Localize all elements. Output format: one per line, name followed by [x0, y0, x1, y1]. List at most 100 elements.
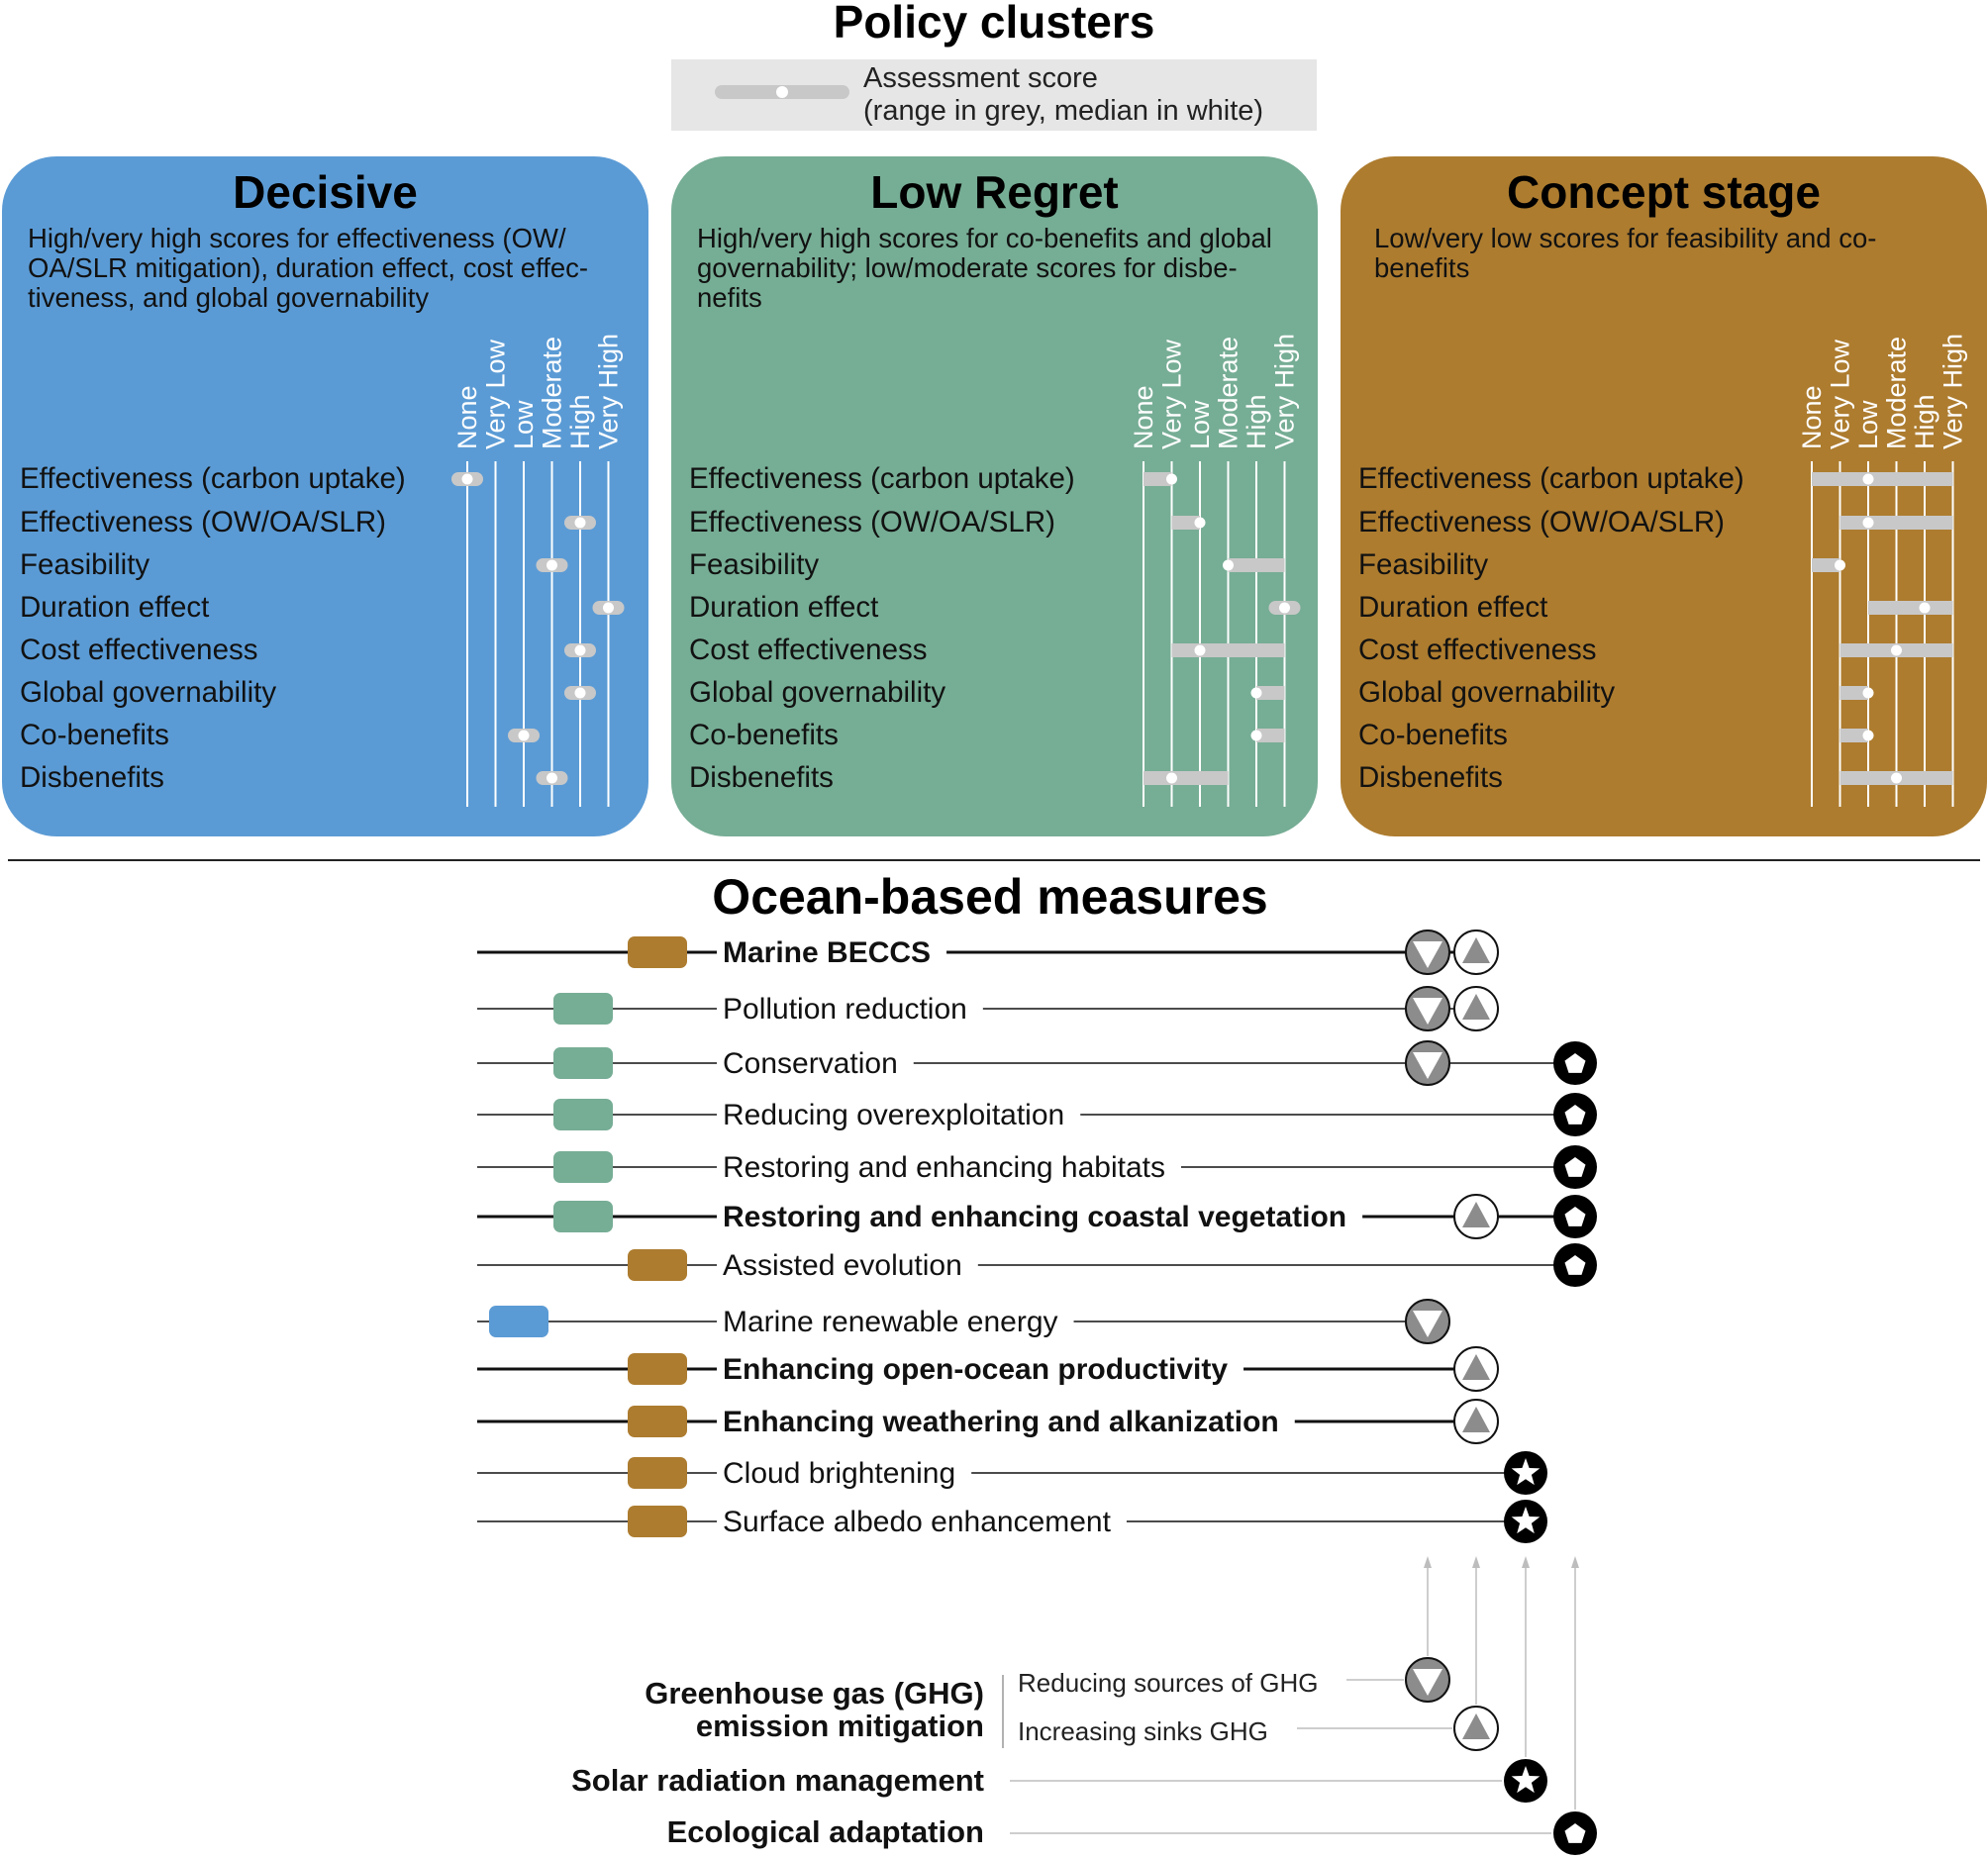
- score-level-label: Very High: [1270, 334, 1300, 449]
- criterion-label: Co-benefits: [689, 719, 839, 751]
- score-median-dot: [574, 687, 586, 699]
- measure-label: Cloud brightening: [723, 1457, 955, 1490]
- measure-symbol-sink: [1453, 1194, 1499, 1239]
- key-increasing-sinks: Increasing sinks GHG: [1018, 1716, 1268, 1746]
- measure-label: Marine renewable energy: [723, 1306, 1058, 1338]
- measure-symbol-sink: [1453, 1346, 1499, 1392]
- score-median-dot: [1194, 517, 1206, 529]
- measure-symbol-sink: [1453, 986, 1499, 1031]
- score-level-label: None: [1797, 385, 1827, 449]
- up-triangle-icon: [1462, 1202, 1490, 1227]
- measure-cluster-chip: [628, 936, 687, 968]
- score-median-dot: [1919, 602, 1931, 614]
- measure-label: Assisted evolution: [723, 1249, 962, 1282]
- measures-title: Ocean-based measures: [712, 869, 1267, 925]
- measure-row-enhancing-weathering-and-alkanization: Enhancing weathering and alkanization: [477, 1399, 1499, 1444]
- cluster-panel-background: [1341, 156, 1987, 836]
- measure-label: Reducing overexploitation: [723, 1099, 1064, 1131]
- criterion-label: Feasibility: [689, 548, 819, 581]
- score-median-dot: [1835, 559, 1845, 571]
- cluster-panel-background: [671, 156, 1318, 836]
- cluster-title: Low Regret: [870, 166, 1118, 218]
- down-triangle-icon: [1413, 941, 1442, 968]
- score-median-dot: [1279, 602, 1290, 614]
- criterion-label: Duration effect: [689, 591, 878, 624]
- measure-row-restoring-and-enhancing-habitats: Restoring and enhancing habitats: [477, 1145, 1597, 1189]
- score-median-dot: [1862, 473, 1874, 485]
- score-level-label: None: [1129, 385, 1158, 449]
- up-triangle-icon: [1462, 1713, 1490, 1739]
- measure-cluster-chip: [553, 1201, 613, 1232]
- legend-line-1: Assessment score: [863, 62, 1098, 94]
- criterion-label: Cost effectiveness: [689, 634, 928, 666]
- cluster-description-line: Low/very low scores for feasibility and …: [1374, 223, 1876, 253]
- measure-symbol-srm: [1504, 1451, 1547, 1495]
- cluster-description-line: High/very high scores for effectiveness …: [28, 223, 566, 253]
- up-triangle-icon: [1462, 1407, 1490, 1432]
- criterion-label: Effectiveness (carbon uptake): [20, 462, 406, 495]
- score-median-dot: [461, 473, 473, 485]
- down-triangle-icon: [1413, 1052, 1442, 1079]
- score-median-dot: [518, 730, 530, 741]
- score-median-dot: [1194, 644, 1206, 656]
- score-range-bar: [1171, 516, 1200, 530]
- score-median-dot: [1891, 772, 1902, 784]
- score-range-bar: [1228, 558, 1285, 572]
- measure-label: Surface albedo enhancement: [723, 1506, 1112, 1538]
- down-triangle-icon: [1413, 998, 1442, 1025]
- measure-label: Conservation: [723, 1047, 898, 1080]
- measure-symbol-sink: [1453, 930, 1499, 975]
- measure-label: Restoring and enhancing coastal vegetati…: [723, 1201, 1346, 1233]
- cluster-description-line: benefits: [1374, 252, 1469, 283]
- score-level-label: Moderate: [1214, 337, 1243, 449]
- criterion-label: Disbenefits: [689, 761, 834, 794]
- score-range-bar: [1143, 771, 1229, 785]
- score-median-dot: [547, 772, 557, 784]
- score-level-label: Very Low: [481, 339, 511, 449]
- measure-row-reducing-overexploitation: Reducing overexploitation: [477, 1093, 1597, 1136]
- criterion-label: Cost effectiveness: [1358, 634, 1597, 666]
- key-ghg-line-2: emission mitigation: [696, 1709, 984, 1743]
- score-median-dot: [1862, 687, 1874, 699]
- cluster-panel-background: [2, 156, 648, 836]
- key-symbol-srm: [1504, 1759, 1547, 1803]
- score-level-label: High: [1910, 394, 1939, 449]
- measure-label: Pollution reduction: [723, 993, 967, 1026]
- score-range-bar: [1839, 729, 1868, 742]
- measure-symbol-reduce: [1405, 1299, 1450, 1344]
- score-range-bar: [1812, 558, 1840, 572]
- measure-cluster-chip: [628, 1249, 687, 1281]
- star-icon: [1511, 1766, 1541, 1794]
- measure-row-cloud-brightening: Cloud brightening: [477, 1451, 1547, 1495]
- measure-label: Restoring and enhancing habitats: [723, 1151, 1165, 1184]
- key-adaptation: Ecological adaptation: [667, 1814, 984, 1849]
- score-range-bar: [1868, 601, 1953, 615]
- measure-label: Marine BECCS: [723, 936, 931, 969]
- score-range-bar: [1171, 643, 1285, 657]
- score-median-dot: [1862, 517, 1874, 529]
- measure-cluster-chip: [628, 1457, 687, 1489]
- key-symbol-adapt: [1553, 1811, 1597, 1855]
- criterion-label: Feasibility: [20, 548, 149, 581]
- measure-symbol-adapt: [1553, 1093, 1597, 1136]
- key-arrow-head: [1571, 1556, 1579, 1568]
- score-median-dot: [603, 602, 614, 614]
- legend-line-2: (range in grey, median in white): [863, 95, 1263, 127]
- measure-cluster-chip: [553, 1151, 613, 1183]
- score-level-label: Moderate: [538, 337, 567, 449]
- measure-row-marine-beccs: Marine BECCS: [477, 930, 1499, 975]
- score-level-label: None: [452, 385, 482, 449]
- legend-median-dot: [776, 86, 788, 98]
- measure-row-assisted-evolution: Assisted evolution: [477, 1243, 1597, 1287]
- measure-symbol-reduce: [1405, 986, 1450, 1031]
- measure-label: Enhancing open-ocean productivity: [723, 1353, 1228, 1386]
- score-level-label: Low: [1853, 400, 1883, 449]
- measure-row-pollution-reduction: Pollution reduction: [477, 986, 1499, 1031]
- up-triangle-icon: [1462, 1354, 1490, 1380]
- criterion-label: Duration effect: [20, 591, 209, 624]
- measure-row-surface-albedo-enhancement: Surface albedo enhancement: [477, 1500, 1547, 1543]
